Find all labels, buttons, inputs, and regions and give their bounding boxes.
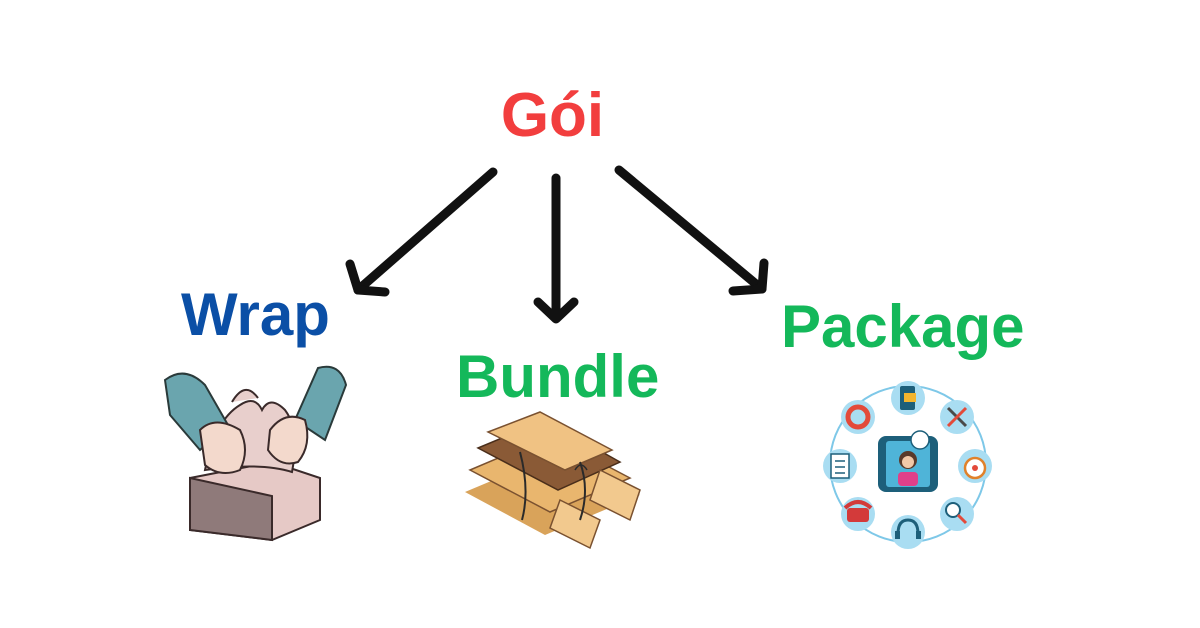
phone-mail-icon xyxy=(891,381,925,415)
tools-icon xyxy=(940,400,974,434)
telephone-icon xyxy=(841,497,875,531)
arrow-to-bundle xyxy=(533,173,579,324)
branch-word-bundle: Bundle xyxy=(456,343,660,410)
arrows xyxy=(345,165,769,324)
firewood-bundle-illustration xyxy=(465,411,641,550)
checklist-icon xyxy=(823,449,857,483)
lifebuoy-icon xyxy=(841,400,875,434)
arrow-to-wrap xyxy=(345,167,498,297)
question-magnifier-icon xyxy=(940,497,974,531)
headset-icon xyxy=(891,515,925,549)
branch-word-wrap: Wrap xyxy=(181,281,330,348)
service-package-icons-illustration xyxy=(823,381,992,549)
root-word: Gói xyxy=(500,81,605,150)
arrow-to-package xyxy=(614,165,769,296)
branch-word-package: Package xyxy=(781,293,1025,360)
wrapping-cloth-illustration xyxy=(163,365,348,542)
stopwatch-icon xyxy=(958,449,992,483)
